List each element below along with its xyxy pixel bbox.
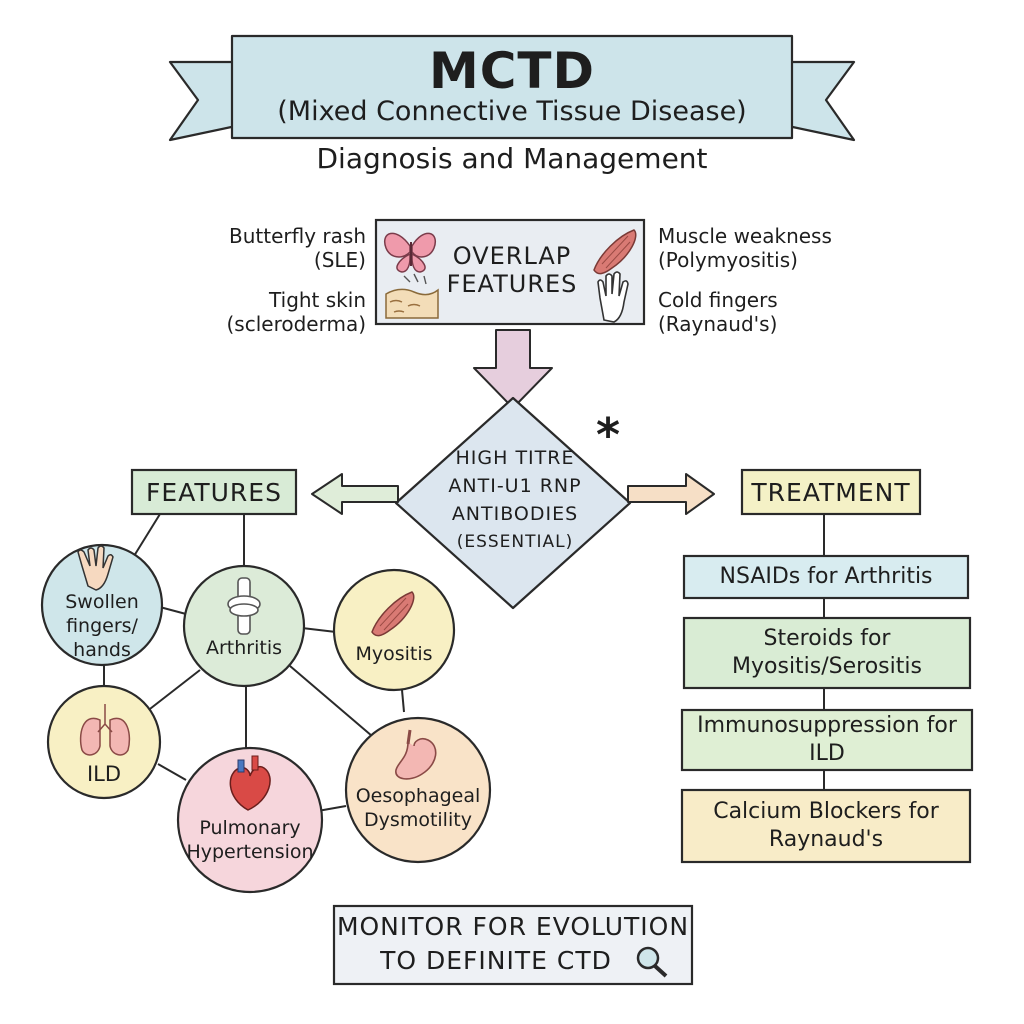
treatment-box-nsaids: [682, 554, 970, 600]
skin-icon: [385, 273, 439, 319]
core-line: HIGH TITRE: [455, 447, 575, 469]
down-arrow: [473, 329, 553, 409]
core-diamond: [394, 396, 632, 610]
label-line: Cold fingers: [658, 288, 778, 312]
label-tight-skin: Tight skin (scleroderma): [186, 288, 366, 336]
treatment-header-box: [740, 468, 922, 516]
treatment-box-steroids: [682, 616, 972, 690]
overlap-line: OVERLAP: [452, 242, 572, 270]
core-line: (ESSENTIAL): [456, 532, 574, 552]
node-circle-pulmonary: [176, 746, 324, 894]
heart-icon: [229, 755, 271, 811]
asterisk-mark: *: [596, 408, 621, 462]
node-arthritis: Arthritis: [205, 637, 283, 659]
muscle-icon: [593, 229, 637, 275]
treatment-steroids: Steroids for Myositis/Serositis: [732, 626, 922, 679]
core-line: ANTI-U1 RNP: [448, 475, 582, 497]
node-circle-ild: [46, 684, 162, 800]
label-line: Muscle weakness: [658, 224, 832, 248]
label-line: Tight skin: [269, 288, 366, 312]
monitor-box: [332, 904, 694, 986]
treatment-nsaids: NSAIDs for Arthritis: [719, 564, 933, 589]
joint-icon: [227, 577, 261, 635]
node-oesophageal-dysmotility: Oesophageal Dysmotility: [355, 785, 481, 831]
node-circle-swollen: [40, 543, 164, 667]
node-ild: ILD: [86, 762, 122, 786]
lungs-icon: [79, 704, 131, 756]
page-title: MCTD: [428, 42, 596, 100]
magnifier-icon: [636, 946, 668, 978]
label-line: (Raynaud's): [658, 312, 778, 336]
label-line: Butterfly rash: [229, 224, 366, 248]
label-muscle-weakness: Muscle weakness (Polymyositis): [658, 224, 858, 272]
overlap-box-label: OVERLAP FEATURES: [432, 242, 592, 298]
label-butterfly-rash: Butterfly rash (SLE): [186, 224, 366, 272]
node-circle-myositis: [332, 568, 456, 692]
feature-connectors: [103, 513, 405, 813]
treatment-box-calcium: [680, 788, 972, 864]
right-arrow: [627, 473, 715, 515]
butterfly-icon: [383, 232, 437, 273]
page-subtitle: (Mixed Connective Tissue Disease): [277, 96, 747, 127]
treatment-calcium-blockers: Calcium Blockers for Raynaud's: [713, 799, 939, 852]
hand-icon: [597, 271, 629, 323]
label-line: (Polymyositis): [658, 248, 798, 272]
label-cold-fingers: Cold fingers (Raynaud's): [658, 288, 858, 336]
features-header: FEATURES: [146, 478, 282, 507]
treatment-header: TREATMENT: [751, 478, 911, 507]
hand-icon: [77, 545, 114, 591]
treatment-immunosuppression: Immunosuppression for ILD: [697, 713, 957, 766]
features-header-box: [130, 468, 298, 516]
treatment-box-immuno: [680, 708, 974, 772]
monitor-line: TO DEFINITE CTD: [380, 946, 612, 975]
stomach-icon: [395, 729, 437, 780]
title-banner: [168, 34, 856, 142]
monitor-line: MONITOR FOR EVOLUTION: [336, 912, 690, 941]
core-criterion: HIGH TITRE ANTI-U1 RNP ANTIBODIES (ESSEN…: [405, 444, 625, 556]
label-line: (scleroderma): [226, 312, 366, 336]
muscle-icon: [371, 591, 415, 637]
node-circle-oesophageal: [344, 716, 492, 864]
node-swollen-fingers: Swollen fingers/ hands: [65, 591, 139, 661]
label-line: (SLE): [313, 248, 366, 272]
page-heading: Diagnosis and Management: [316, 142, 708, 175]
node-pulmonary-hypertension: Pulmonary Hypertension: [186, 817, 314, 863]
core-line: ANTIBODIES: [451, 503, 579, 525]
node-myositis: Myositis: [355, 643, 433, 665]
overlap-line: FEATURES: [446, 270, 578, 298]
left-arrow: [311, 473, 399, 515]
monitor-note: MONITOR FOR EVOLUTION TO DEFINITE CTD: [336, 910, 690, 978]
